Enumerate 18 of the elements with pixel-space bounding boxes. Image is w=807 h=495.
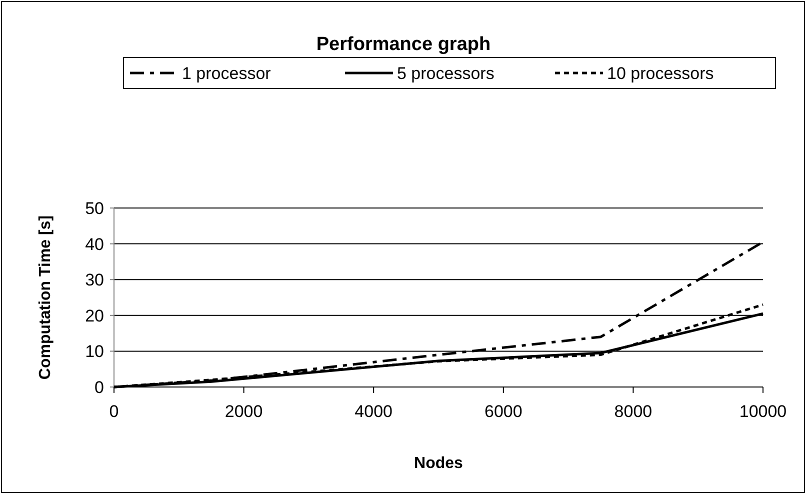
chart-title: Performance graph: [316, 34, 491, 55]
x-tick-label: 4000: [354, 402, 393, 421]
y-tick-label: 40: [85, 234, 104, 254]
y-tick-label: 20: [85, 306, 104, 326]
x-tick-label: 8000: [614, 402, 652, 421]
legend-label: 10 processors: [607, 64, 714, 83]
x-tick-label: 2000: [224, 402, 263, 421]
x-tick-label: 10000: [739, 402, 787, 421]
x-axis-title: Nodes: [414, 455, 463, 472]
x-tick-label: 6000: [484, 402, 522, 421]
y-tick-label: 10: [85, 342, 104, 362]
legend-label: 5 processors: [397, 64, 494, 83]
legend-label: 1 processor: [182, 64, 271, 83]
y-tick-label: 0: [94, 378, 104, 397]
x-tick-label: 0: [109, 402, 119, 421]
y-axis-title: Computation Time [s]: [37, 215, 54, 380]
y-tick-label: 50: [85, 199, 104, 218]
y-tick-label: 30: [85, 270, 104, 290]
